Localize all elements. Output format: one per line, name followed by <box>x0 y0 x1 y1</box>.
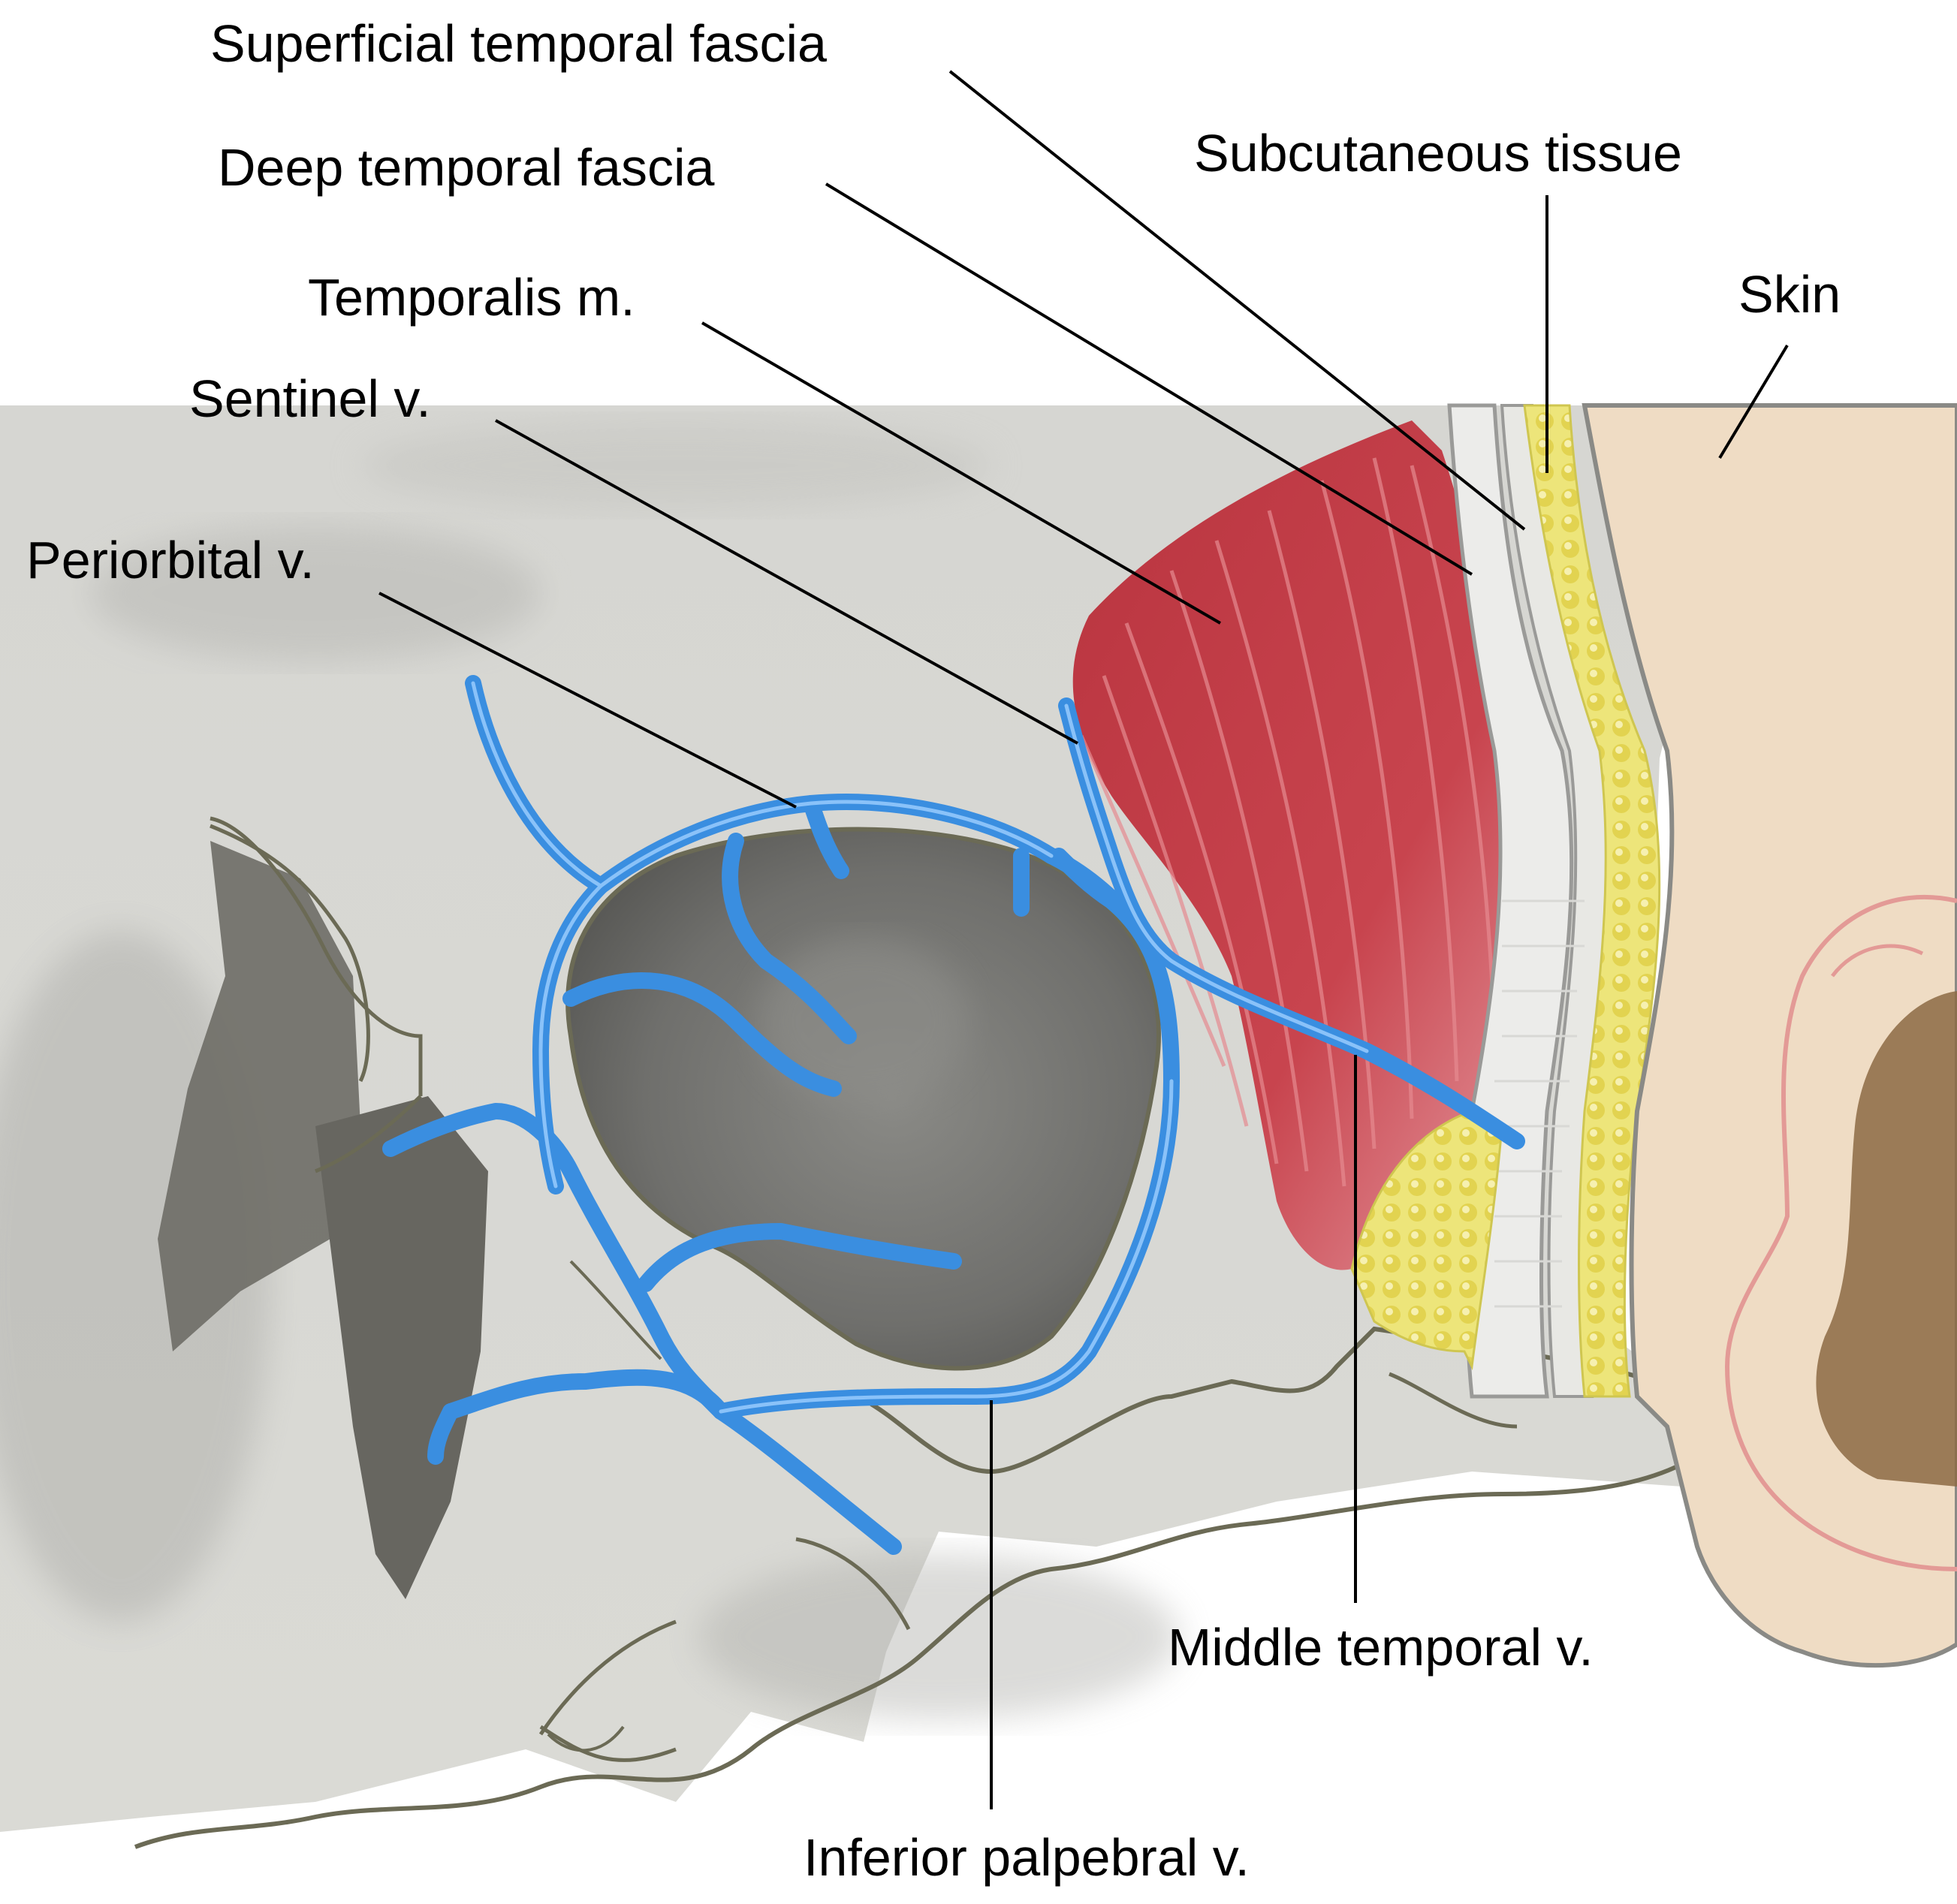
ear-concha <box>1816 991 1957 1487</box>
skull-outline-lower <box>134 1462 1684 1849</box>
leader-deep-temporal-fascia <box>825 182 1473 576</box>
label-superficial-temporal-fascia: Superficial temporal fascia <box>210 14 827 73</box>
label-periorbital-v: Periorbital v. <box>26 531 315 589</box>
leader-lines <box>378 70 1789 1809</box>
label-skin: Skin <box>1738 265 1841 324</box>
leader-sentinel-v <box>495 419 1078 745</box>
ear-outline <box>1724 894 1957 1571</box>
fat-strip <box>1523 404 1661 1398</box>
skin-region <box>1582 403 1957 1668</box>
label-subcutaneous-tissue: Subcutaneous tissue <box>1194 124 1682 182</box>
nasal-cavity <box>158 841 360 1351</box>
vein-highlights <box>471 681 1369 1414</box>
temporalis-muscle <box>1072 420 1554 1270</box>
subcutaneous-fat <box>1350 404 1661 1398</box>
leader-temporalis-m <box>701 321 1222 625</box>
label-sentinel-v: Sentinel v. <box>189 369 431 428</box>
label-temporalis-m: Temporalis m. <box>308 268 635 327</box>
label-deep-temporal-fascia: Deep temporal fascia <box>218 138 715 197</box>
label-inferior-palpebral-v: Inferior palpebral v. <box>804 1828 1250 1887</box>
fat-pad-lower <box>1350 1110 1503 1371</box>
muscle-fibers <box>1079 457 1497 1187</box>
leader-skin <box>1718 344 1789 459</box>
lower-nasal-dark <box>315 1096 488 1599</box>
labels: Superficial temporal fascia Deep tempora… <box>26 14 1841 1887</box>
leader-periorbital-v <box>378 592 797 809</box>
skull-outline-zygoma <box>870 1326 1684 1475</box>
label-middle-temporal-v: Middle temporal v. <box>1168 1618 1594 1677</box>
veins <box>382 675 1525 1555</box>
leader-superficial-temporal-fascia <box>948 70 1526 531</box>
